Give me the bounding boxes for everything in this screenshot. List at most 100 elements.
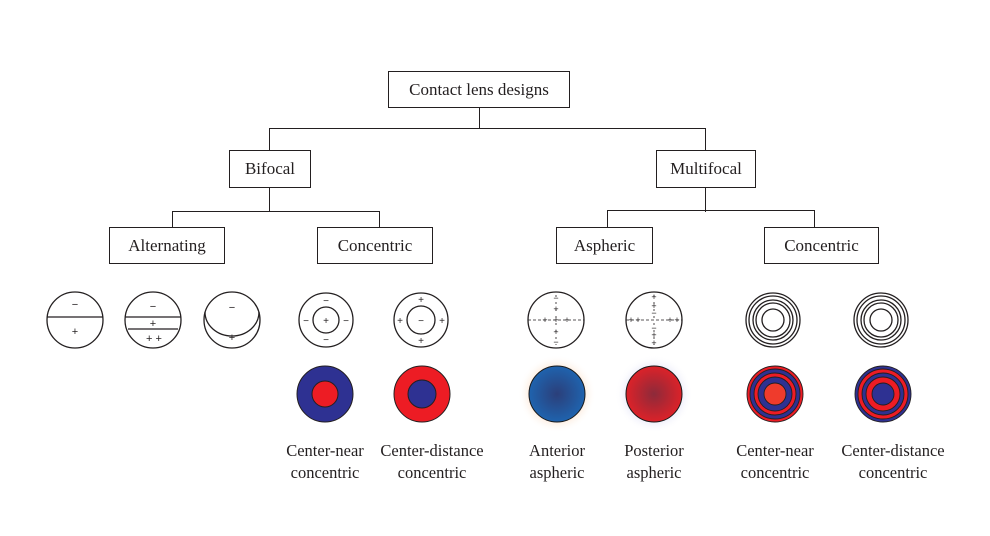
caption-multifocal-center-distance: Center-distance concentric: [823, 440, 963, 484]
svg-text:+: +: [553, 315, 558, 325]
svg-text:−: −: [553, 337, 558, 347]
bifocal-node: Bifocal: [229, 150, 311, 188]
crescent-line: [204, 311, 260, 337]
multi-ring-center-near-outline: [745, 292, 801, 348]
svg-text:+: +: [553, 304, 558, 314]
svg-text:+: +: [651, 292, 656, 302]
svg-text:+: +: [667, 315, 672, 325]
near-zone: [311, 380, 339, 408]
connector-multifocal-horizontal: [607, 210, 815, 212]
lens-outline: [393, 292, 449, 348]
center-symbol: +: [323, 316, 329, 327]
lens-body: [625, 365, 683, 423]
svg-text:+: +: [651, 338, 656, 348]
connector-bifocal-horizontal: [172, 211, 380, 213]
ring-symbol-left: +: [397, 316, 403, 327]
svg-text:+: +: [635, 315, 640, 325]
caption-multifocal-center-near: Center-near concentric: [705, 440, 845, 484]
aspheric-node: Aspheric: [556, 227, 653, 264]
bifocal-concentric-node: Concentric: [317, 227, 433, 264]
posterior-aspheric-outline: ++− ++++ −++: [625, 291, 683, 349]
caption-bifocal-center-distance: Center-distance concentric: [362, 440, 502, 484]
caption-line-1: Center-distance: [841, 441, 945, 460]
ring-symbol-left: −: [303, 316, 309, 327]
alternating-crescent-lens: − +: [203, 291, 261, 349]
ring-symbol-top: −: [323, 296, 329, 307]
multifocal-node: Multifocal: [656, 150, 756, 188]
svg-text:+: +: [553, 327, 558, 337]
plus-symbol: +: [72, 326, 78, 338]
minus-symbol: −: [72, 299, 78, 311]
root-label: Contact lens designs: [409, 79, 549, 99]
connector-level1-horizontal: [269, 128, 706, 130]
lens-body: [528, 365, 586, 423]
bifocal-concentric-label: Concentric: [337, 235, 413, 255]
svg-text:−: −: [651, 308, 656, 318]
svg-text:−: −: [651, 323, 656, 333]
multifocal-concentric-label: Concentric: [784, 235, 859, 255]
svg-text:+: +: [674, 315, 679, 325]
caption-line-1: Center-near: [736, 441, 814, 460]
connector-to-alternating: [172, 211, 174, 227]
caption-line-1: Anterior: [529, 441, 585, 460]
plus-symbol: +: [150, 318, 156, 330]
caption-line-1: Posterior: [624, 441, 684, 460]
ring-symbol-right: +: [439, 316, 445, 327]
caption-line-2: concentric: [858, 463, 928, 482]
caption-posterior-aspheric: Posterior aspheric: [584, 440, 724, 484]
connector-to-multifocal-concentric: [814, 210, 816, 227]
alternating-trifocal-lens: − + + +: [124, 291, 182, 349]
lens-outline: [203, 291, 261, 349]
multifocal-concentric-node: Concentric: [764, 227, 879, 264]
connector-to-aspheric: [607, 210, 609, 227]
ring-symbol-bottom: −: [323, 335, 329, 346]
minus-symbol: −: [229, 302, 235, 314]
distance-zone: [407, 379, 437, 409]
bifocal-label: Bifocal: [244, 159, 296, 178]
alternating-node: Alternating: [109, 227, 225, 264]
connector-multifocal-down: [705, 187, 707, 212]
ring-symbol-bottom: +: [418, 336, 424, 347]
connector-to-bifocal: [269, 128, 271, 150]
multi-ring-center-near-color-lens: [746, 365, 804, 423]
center-symbol: −: [418, 316, 424, 327]
caption-anterior-aspheric: Anterior aspheric: [487, 440, 627, 484]
multi-ring-center-distance-color-lens: [854, 365, 912, 423]
lens-outline: [46, 291, 104, 349]
caption-line-2: concentric: [397, 463, 467, 482]
power-symbols: −+ +++ +−: [542, 293, 569, 347]
colored-rings: [854, 365, 912, 423]
multi-ring-center-distance-outline: [853, 292, 909, 348]
bifocal-center-near-outline: + − − − −: [298, 292, 354, 348]
connector-root-down: [479, 107, 481, 129]
double-plus-symbol: + +: [146, 333, 162, 345]
center-distance-color-lens: [393, 365, 451, 423]
alternating-label: Alternating: [128, 235, 206, 255]
svg-text:+: +: [628, 315, 633, 325]
ring-symbol-top: +: [418, 295, 424, 306]
center-near-color-lens: [296, 365, 354, 423]
caption-line-2: concentric: [290, 463, 360, 482]
svg-text:+: +: [564, 315, 569, 325]
caption-bifocal-center-near: Center-near concentric: [255, 440, 395, 484]
connector-to-bifocal-concentric: [379, 211, 381, 227]
concentric-rings: [853, 292, 909, 348]
alternating-split-lens: − +: [46, 291, 104, 349]
posterior-aspheric-color-lens: [615, 355, 693, 433]
connector-bifocal-down: [269, 187, 271, 212]
lens-outline: [124, 291, 182, 349]
caption-line-2: concentric: [740, 463, 810, 482]
caption-line-1: Center-near: [286, 441, 364, 460]
caption-line-1: Center-distance: [380, 441, 484, 460]
caption-line-2: aspheric: [626, 463, 682, 482]
power-symbols: ++− ++++ −++: [628, 292, 679, 348]
connector-to-multifocal: [705, 128, 707, 150]
svg-text:+: +: [651, 330, 656, 340]
lens-outline: [298, 292, 354, 348]
svg-text:+: +: [542, 315, 547, 325]
caption-line-2: aspheric: [529, 463, 585, 482]
root-node: Contact lens designs: [388, 71, 570, 108]
anterior-aspheric-outline: −+ +++ +−: [527, 291, 585, 349]
bifocal-center-distance-outline: − + + + +: [393, 292, 449, 348]
center-zone: [312, 306, 340, 334]
